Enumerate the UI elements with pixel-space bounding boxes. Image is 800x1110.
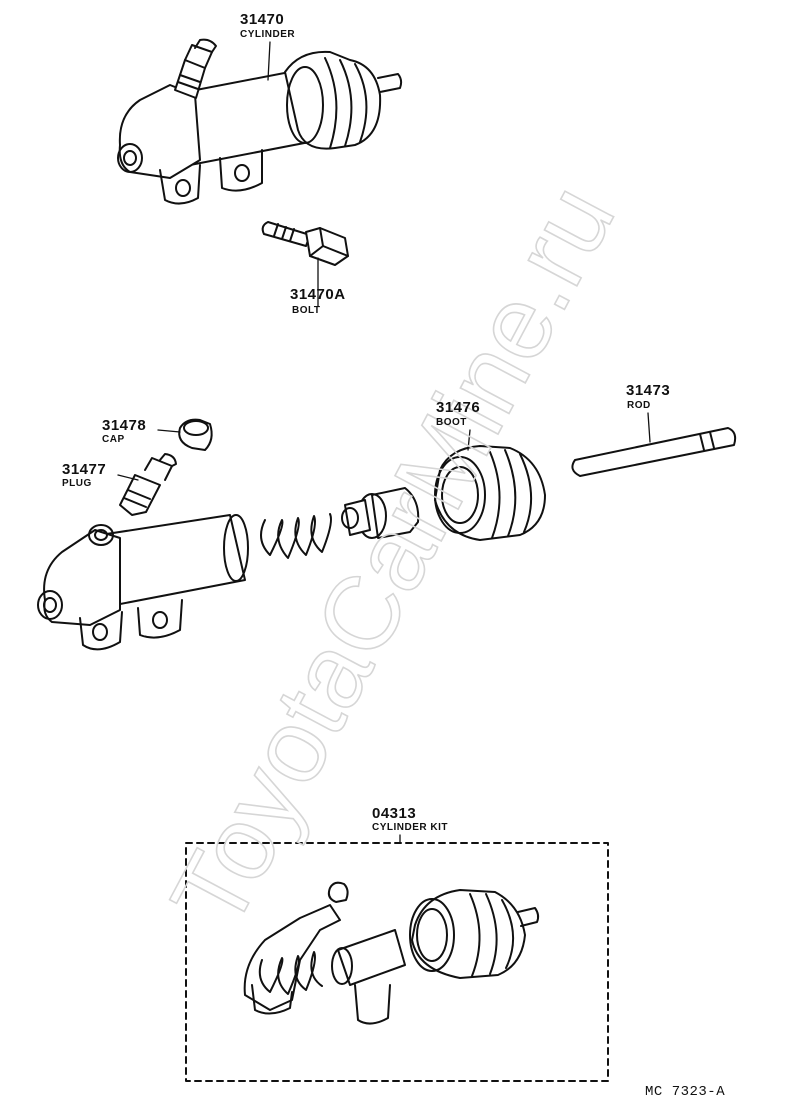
kit-part-number: 04313 bbox=[372, 805, 417, 822]
cylinder-kit-drawing bbox=[243, 881, 540, 1025]
plug-part-number: 31477 bbox=[62, 461, 107, 478]
rod-drawing bbox=[571, 427, 737, 477]
leader-lines bbox=[117, 41, 651, 844]
boot-drawing bbox=[434, 445, 546, 541]
cylinder-body-drawing bbox=[37, 514, 249, 651]
bolt-drawing bbox=[261, 221, 349, 266]
diagram-code: MC 7323-A bbox=[645, 1084, 726, 1100]
bolt-part-number: 31470A bbox=[290, 286, 346, 303]
cap-drawing bbox=[178, 418, 213, 451]
cylinder-assembly-drawing bbox=[117, 38, 403, 205]
bolt-part-name: BOLT bbox=[292, 305, 321, 316]
cylinder-part-name: CYLINDER bbox=[240, 29, 296, 40]
kit-frame bbox=[185, 842, 609, 1082]
spring-drawing bbox=[260, 513, 332, 559]
plug-drawing bbox=[119, 453, 177, 516]
piston-drawing bbox=[341, 487, 420, 539]
cap-part-name: CAP bbox=[102, 434, 125, 445]
boot-part-number: 31476 bbox=[436, 399, 481, 416]
boot-part-name: BOOT bbox=[436, 417, 467, 428]
kit-part-name: CYLINDER KIT bbox=[372, 822, 448, 833]
rod-part-number: 31473 bbox=[626, 382, 671, 399]
rod-part-name: ROD bbox=[627, 400, 651, 411]
plug-part-name: PLUG bbox=[62, 478, 92, 489]
cylinder-part-number: 31470 bbox=[240, 11, 285, 28]
cap-part-number: 31478 bbox=[102, 417, 147, 434]
